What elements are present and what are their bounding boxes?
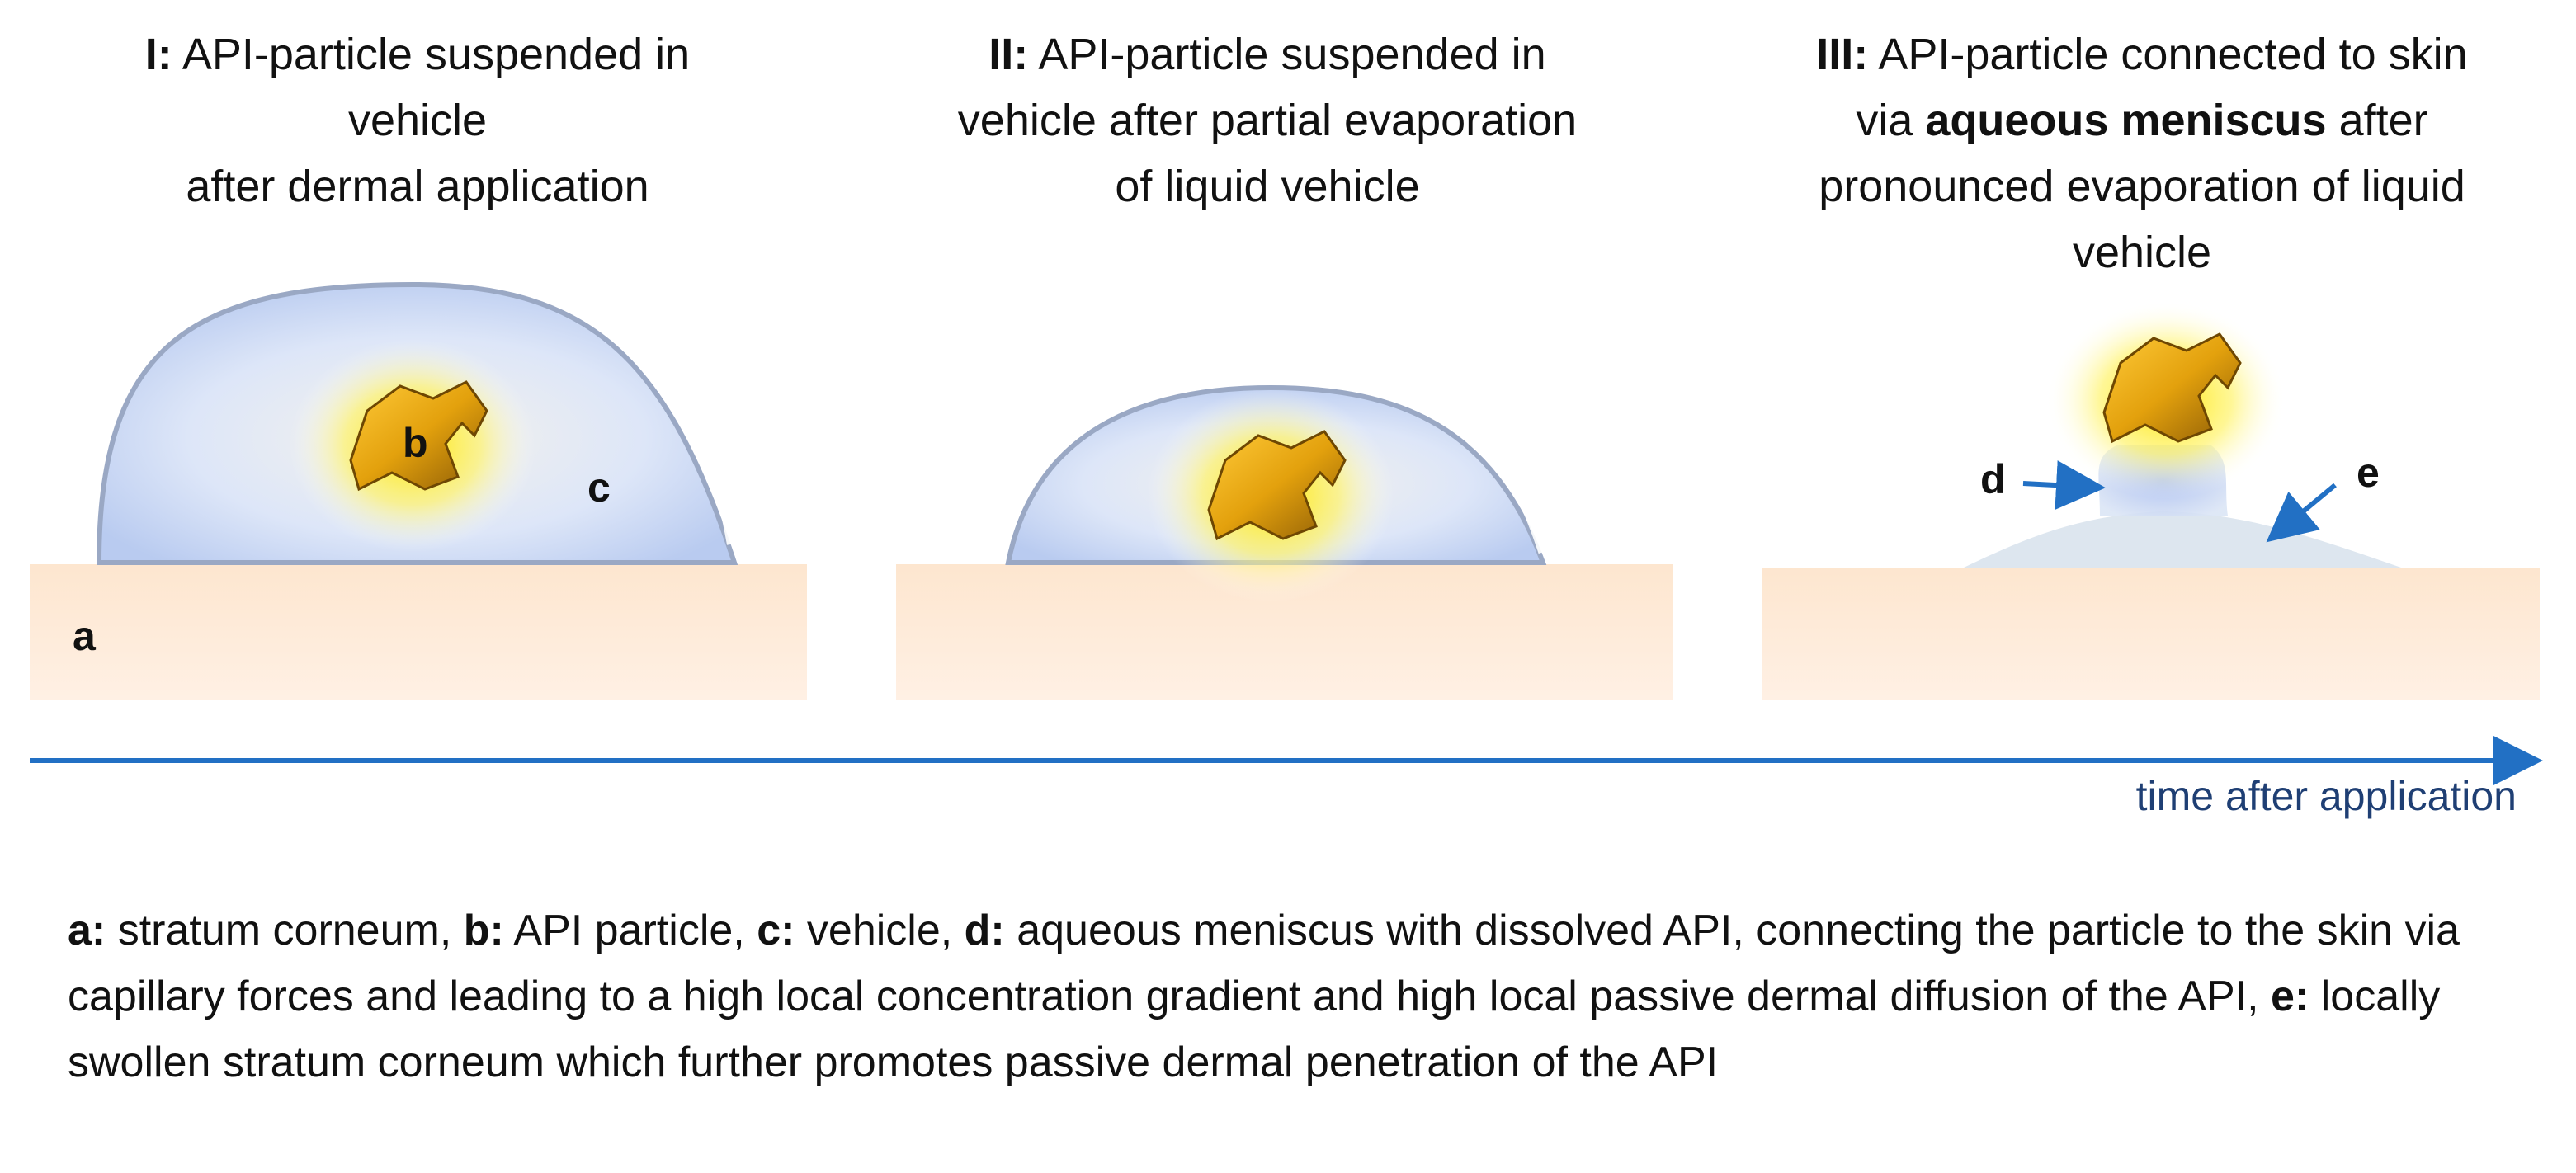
droplet-highlight [1450,402,1545,554]
panel-1-title: I: API-particle suspended in vehicle aft… [71,21,764,219]
panel-2-illustration [896,384,1673,700]
legend-b-text: API particle, [513,907,745,954]
panel-1-illustration [30,281,807,700]
panel-3-line2-bold: aqueous meniscus [1925,96,2327,145]
legend-a-text: stratum corneum, [117,907,452,954]
panel-2-line3: of liquid vehicle [1115,162,1420,211]
label-e: e [2357,450,2380,496]
panel-3-line1: API-particle connected to skin [1878,30,2468,79]
arrow-to-meniscus [2022,460,2106,511]
panel-3-prefix: III: [1816,30,1869,79]
arrow-to-swollen-layer [2266,483,2337,543]
panel-2-prefix: II: [988,30,1029,79]
label-a: a [73,613,96,659]
panel-1-line1: API-particle suspended in [182,30,691,79]
legend-d-key: d: [964,907,1005,954]
panel-3-line2-post: after [2338,96,2428,145]
panel-3-illustration [1762,301,2540,700]
label-c: c [587,464,611,511]
legend-e-text: locally swollen stratum corneum which fu… [68,973,2441,1086]
legend-a-key: a: [68,907,106,954]
legend-c-text: vehicle, [806,907,953,954]
panel-3-title: III: API-particle connected to skin via … [1746,21,2538,285]
panel-1-line3: after dermal application [186,162,649,211]
stratum-corneum-layer [30,564,807,700]
panel-1-prefix: I: [144,30,172,79]
legend-d-text: aqueous meniscus with dissolved API, con… [68,907,2460,1020]
panel-2-line1: API-particle suspended in [1038,30,1546,79]
legend-c-key: c: [757,907,795,954]
figure-legend: a: stratum corneum, b: API particle, c: … [68,897,2526,1095]
panel-3-line2-pre: via [1856,96,1913,145]
legend-e-key: e: [2271,973,2309,1020]
swollen-stratum-corneum [1964,511,2401,568]
droplet-highlight [612,304,734,545]
time-axis-label: time after application [2135,773,2517,819]
panel-1-line2: vehicle [347,96,488,145]
panel-3-line3: pronounced evaporation of liquid [1819,162,2465,211]
panel-3-line4: vehicle [2072,228,2212,277]
stratum-corneum-layer [1762,568,2540,700]
label-b: b [403,420,428,466]
label-d: d [1980,456,2006,502]
legend-b-key: b: [463,907,504,954]
panel-2-line2: vehicle after partial evaporation [957,96,1578,145]
panel-2-title: II: API-particle suspended in vehicle af… [896,21,1639,219]
